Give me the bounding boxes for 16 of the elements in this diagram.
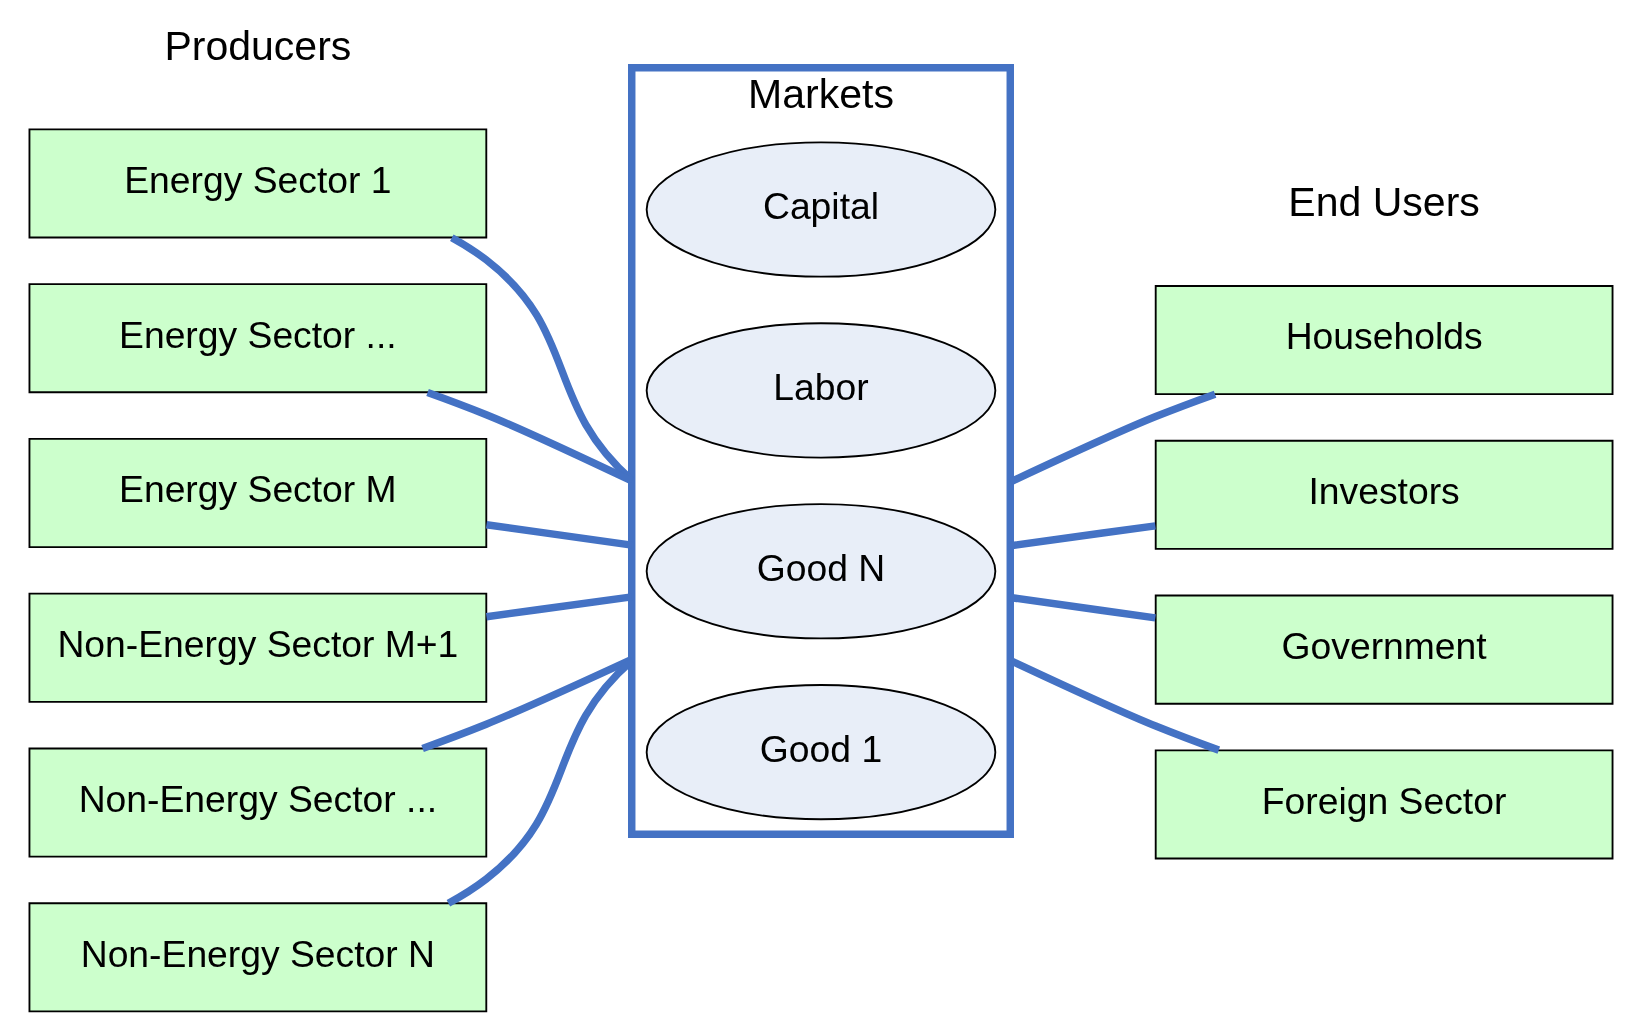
node-box: Non-Energy Sector N xyxy=(28,902,488,1013)
node-box: Investors xyxy=(1154,439,1614,550)
node-box: Energy Sector ... xyxy=(28,283,488,394)
node-ellipse: Good 1 xyxy=(645,684,997,821)
node-box: Households xyxy=(1154,285,1614,396)
label: End Users xyxy=(1288,179,1480,226)
node-ellipse: Good N xyxy=(645,503,997,640)
node-box: Energy Sector M xyxy=(28,438,488,548)
node-box: Government xyxy=(1154,594,1614,705)
node-box: Foreign Sector xyxy=(1154,749,1614,860)
node-ellipse: Labor xyxy=(645,322,997,459)
node-box: Non-Energy Sector M+1 xyxy=(28,592,488,703)
node-box: Non-Energy Sector ... xyxy=(28,747,488,858)
node-ellipse: Capital xyxy=(645,141,997,278)
label: Producers xyxy=(164,22,352,69)
node-box: Energy Sector 1 xyxy=(28,128,488,239)
